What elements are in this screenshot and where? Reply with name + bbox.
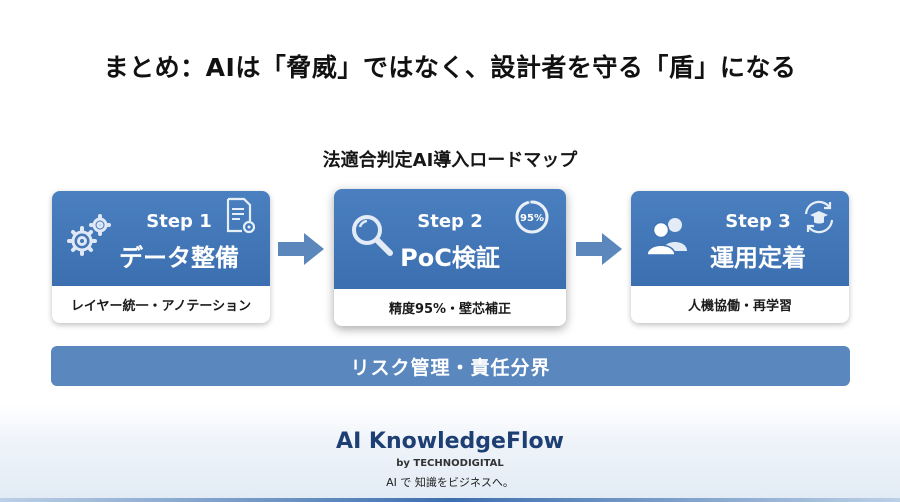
roadmap-title: 法適合判定AI導入ロードマップ — [322, 150, 578, 171]
arrow-right-icon — [576, 233, 622, 265]
step-3-detail: 人機協働・再学習 — [687, 299, 792, 314]
progress-ring-icon: 95% — [515, 200, 549, 234]
headline: まとめ：AIは「脅威」ではなく、設計者を守る「盾」になる — [103, 53, 797, 82]
step-3-name: 運用定着 — [710, 244, 806, 272]
step-1-card: Step 1 データ整備 レイヤー統一・アノテーション — [52, 191, 270, 323]
step-3-header: Step 3 運用定着 — [631, 191, 849, 286]
step-2-header: 95% Step 2 PoC検証 — [334, 189, 566, 289]
brand-name: AI KnowledgeFlow — [336, 429, 564, 454]
step-2-name: PoC検証 — [400, 244, 500, 272]
progress-badge-text: 95% — [520, 213, 544, 224]
step-3-card: Step 3 運用定着 人機協働・再学習 — [631, 191, 849, 323]
step-1-name: データ整備 — [119, 244, 239, 272]
document-gear-icon — [226, 197, 256, 234]
arrow-right-icon — [278, 233, 324, 265]
brand-tagline: AI で 知識をビジネスへ。 — [386, 476, 514, 489]
gears-icon — [67, 214, 111, 256]
brand-company: by TECHNODIGITAL — [396, 458, 504, 469]
step-1-label: Step 1 — [146, 211, 212, 232]
step-1-detail: レイヤー統一・アノテーション — [70, 299, 252, 314]
magnifier-icon — [352, 215, 393, 256]
footer: AI KnowledgeFlow by TECHNODIGITAL AI で 知… — [0, 405, 900, 502]
step-1-header: Step 1 データ整備 — [52, 191, 270, 286]
step-2-detail: 精度95%・壁芯補正 — [388, 302, 512, 317]
risk-management-bar: リスク管理・責任分界 — [51, 346, 850, 386]
users-icon — [646, 218, 687, 256]
step-2-label: Step 2 — [417, 211, 483, 232]
footer-divider — [0, 498, 900, 502]
step-3-label: Step 3 — [725, 211, 791, 232]
refresh-graduation-icon — [804, 200, 834, 234]
step-2-card: 95% Step 2 PoC検証 精度95%・壁芯補正 — [334, 189, 566, 326]
